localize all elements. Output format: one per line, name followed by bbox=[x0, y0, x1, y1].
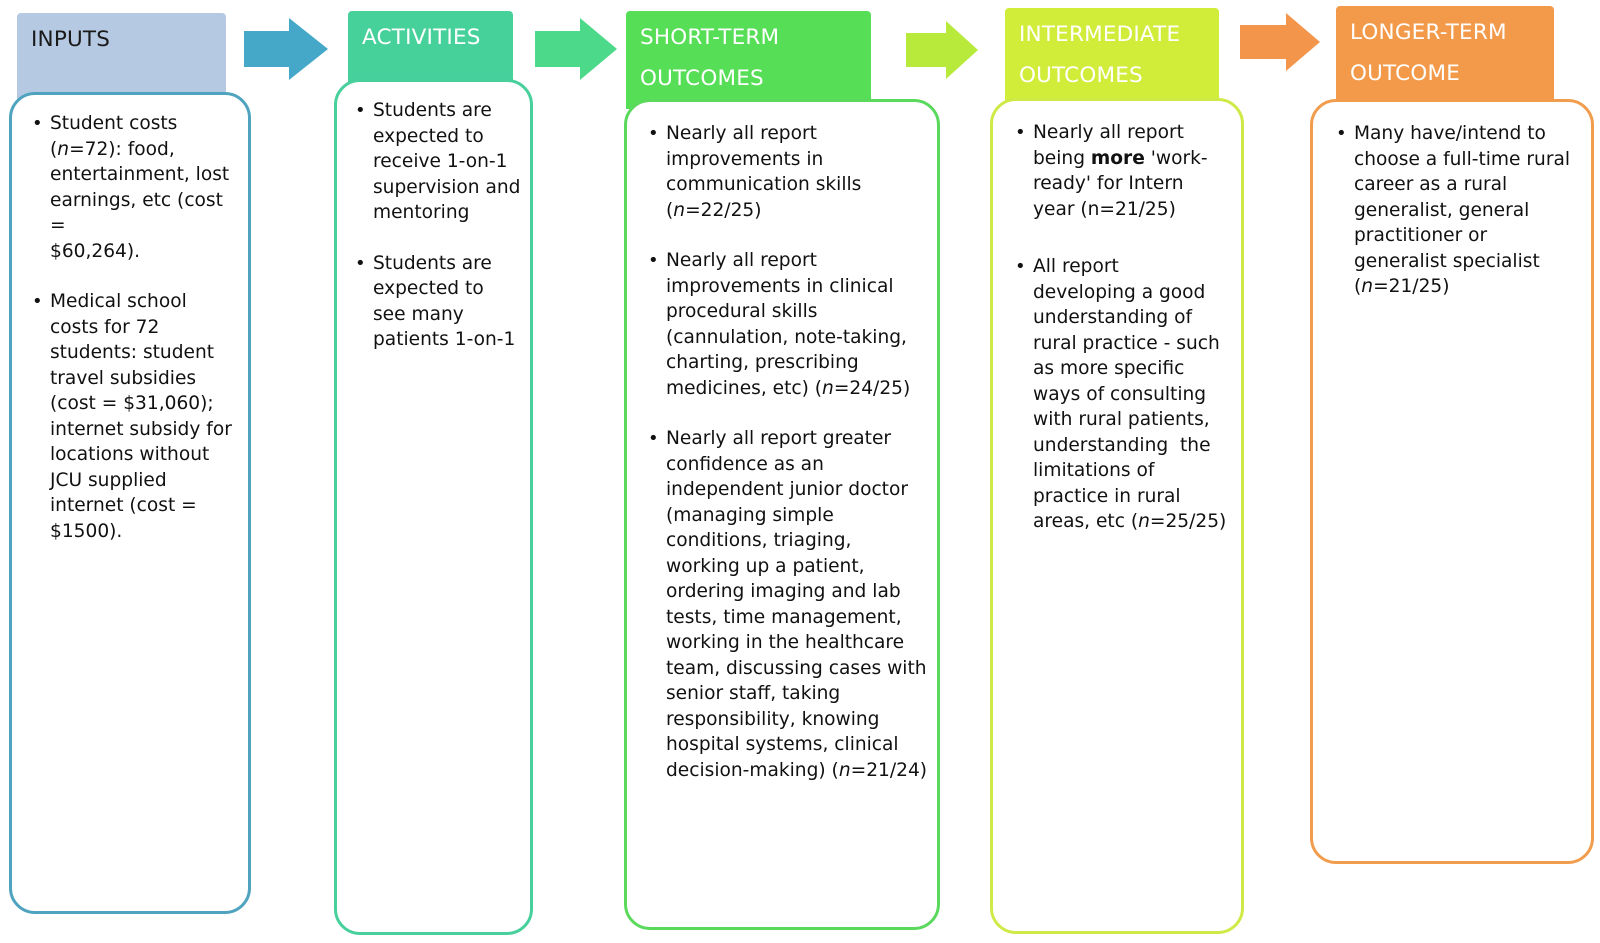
intermediate-list: Nearly all report being more 'work- read… bbox=[1010, 120, 1238, 535]
bullet-text: Nearly all report improvements in commun… bbox=[666, 123, 862, 221]
bullet-item: Students are expected to see many patien… bbox=[350, 251, 532, 353]
arrow-shape bbox=[535, 18, 617, 80]
short-term-header: SHORT-TERM OUTCOMES bbox=[626, 11, 871, 109]
short-term-list: Nearly all report improvements in commun… bbox=[643, 121, 938, 783]
activities-title: ACTIVITIES bbox=[362, 25, 481, 50]
arrow-inputs-to-activities bbox=[244, 18, 328, 80]
bullet-item: Nearly all report greater confidence as … bbox=[643, 426, 938, 783]
bullet-text: 'work- ready' for Intern year (n=21/25) bbox=[1033, 147, 1208, 220]
bullet-text: Student costs ( bbox=[50, 113, 178, 160]
bullet-text: Nearly all report greater confidence as … bbox=[666, 428, 927, 781]
bullet-item: Medical school costs for 72 students: st… bbox=[27, 289, 242, 544]
bullet-text: =21/24) bbox=[850, 759, 928, 781]
bullet-item: Nearly all report improvements in clinic… bbox=[643, 248, 938, 401]
bullet-text: =22/25) bbox=[685, 199, 762, 221]
longer-term-title-line1: LONGER-TERM bbox=[1350, 20, 1507, 45]
short-term-title-line1: SHORT-TERM bbox=[640, 25, 780, 50]
bullet-text: =25/25) bbox=[1149, 511, 1227, 532]
short-term-title-line2: OUTCOMES bbox=[640, 66, 764, 91]
bullet-item: All report developing a good understandi… bbox=[1010, 254, 1238, 535]
intermediate-title-line1: INTERMEDIATE bbox=[1019, 22, 1181, 47]
bullet-text: =21/25) bbox=[1373, 276, 1450, 297]
activities-header: ACTIVITIES bbox=[348, 11, 513, 91]
bullet-text: n bbox=[1361, 276, 1374, 297]
bullet-text: n bbox=[673, 199, 686, 221]
bullet-text: Students are expected to see many patien… bbox=[373, 252, 516, 351]
bullet-text: Nearly all report being bbox=[1033, 122, 1184, 169]
bullet-text: n bbox=[822, 377, 834, 399]
bullet-item: Students are expected to receive 1-on-1 … bbox=[350, 98, 532, 226]
inputs-list: Student costs (n=72): food, entertainmen… bbox=[27, 111, 242, 544]
bullet-item: Nearly all report improvements in commun… bbox=[643, 121, 938, 223]
inputs-title: INPUTS bbox=[31, 27, 111, 52]
bullet-text: n bbox=[57, 138, 70, 160]
arrow-intermediate-to-longer-term bbox=[1240, 13, 1320, 71]
activities-list: Students are expected to receive 1-on-1 … bbox=[350, 98, 532, 353]
bullet-text: Many have/intend to choose a full-time r… bbox=[1354, 123, 1571, 297]
intermediate-header: INTERMEDIATE OUTCOMES bbox=[1005, 8, 1219, 103]
bullet-text: =24/25) bbox=[833, 377, 911, 399]
bullet-text: more bbox=[1090, 147, 1145, 169]
arrow-shape bbox=[1240, 13, 1320, 71]
longer-term-list: Many have/intend to choose a full-time r… bbox=[1331, 121, 1586, 300]
bullet-text: Students are expected to receive 1-on-1 … bbox=[373, 100, 521, 223]
bullet-text: Nearly all report improvements in clinic… bbox=[666, 250, 907, 399]
bullet-item: Student costs (n=72): food, entertainmen… bbox=[27, 111, 242, 264]
arrow-activities-to-short-term bbox=[535, 18, 617, 80]
arrow-shape bbox=[906, 21, 978, 79]
bullet-text: =72): food, entertainment, lost earnings… bbox=[50, 138, 230, 262]
longer-term-header: LONGER-TERM OUTCOME bbox=[1336, 6, 1554, 101]
bullet-text: All report developing a good understandi… bbox=[1033, 256, 1220, 532]
intermediate-title-line2: OUTCOMES bbox=[1019, 63, 1143, 88]
bullet-text: n bbox=[1138, 511, 1150, 532]
bullet-text: Medical school costs for 72 students: st… bbox=[50, 291, 232, 542]
arrow-short-to-intermediate bbox=[906, 21, 978, 79]
arrow-shape bbox=[244, 18, 328, 80]
bullet-text: n bbox=[838, 759, 851, 781]
longer-term-title-line2: OUTCOME bbox=[1350, 61, 1461, 86]
bullet-item: Many have/intend to choose a full-time r… bbox=[1331, 121, 1586, 300]
bullet-item: Nearly all report being more 'work- read… bbox=[1010, 120, 1238, 222]
